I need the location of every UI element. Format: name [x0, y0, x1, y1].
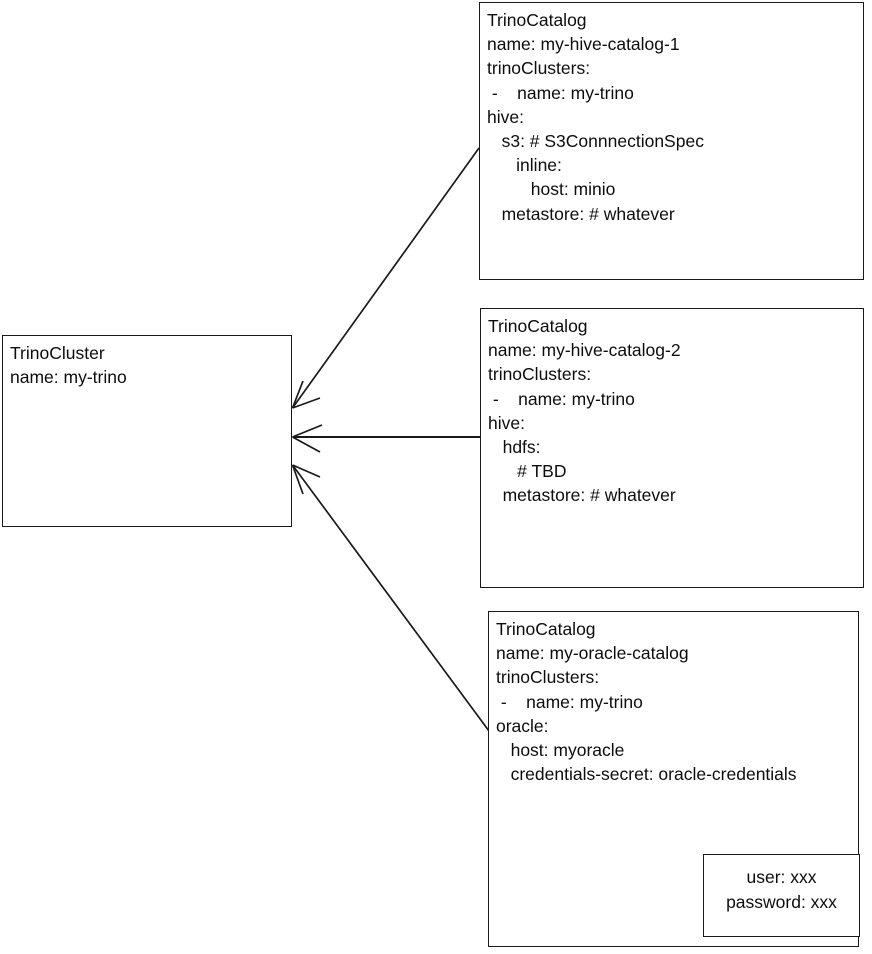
catalog-3-line-1: name: my-oracle-catalog	[496, 643, 689, 664]
catalog-3-line-4: oracle:	[496, 715, 549, 736]
catalog-3-line-5: host: myoracle	[496, 740, 625, 761]
trino-cluster-line-0: TrinoCluster	[10, 343, 105, 363]
edge-cluster-to-hive-catalog-2	[292, 424, 480, 453]
catalog-1-line-4: hive:	[487, 106, 524, 127]
catalog-1-line-7: host: minio	[487, 179, 616, 200]
trino-catalog-hive-catalog-2-body: TrinoCatalog name: my-hive-catalog-2 tri…	[488, 314, 859, 508]
catalog-2-line-5: hdfs:	[488, 437, 541, 458]
catalog-1-line-8: metastore: # whatever	[487, 203, 675, 224]
catalog-1-line-6: inline:	[487, 155, 562, 176]
catalog-2-line-0: TrinoCatalog	[488, 316, 588, 336]
catalog-3-line-0: TrinoCatalog	[496, 619, 596, 639]
catalog-1-line-0: TrinoCatalog	[487, 10, 587, 30]
trino-cluster-node-body: TrinoCluster name: my-trino	[10, 341, 287, 389]
oracle-credentials-secret-body: user: xxx password: xxx	[704, 865, 859, 915]
trino-catalog-node-oracle-catalog[interactable]: TrinoCatalog name: my-oracle-catalog tri…	[488, 611, 860, 947]
catalog-1-line-1: name: my-hive-catalog-1	[487, 34, 680, 55]
catalog-1-line-2: trinoClusters:	[487, 58, 591, 79]
catalog-1-line-5: s3: # S3ConnnectionSpec	[487, 131, 704, 152]
catalog-2-line-2: trinoClusters:	[488, 364, 592, 385]
edge-cluster-to-hive-catalog-1	[291, 147, 480, 409]
oracle-credentials-secret-node[interactable]: user: xxx password: xxx	[703, 854, 860, 937]
trino-catalog-oracle-catalog-body: TrinoCatalog name: my-oracle-catalog tri…	[496, 617, 854, 786]
trino-catalog-hive-catalog-1-body: TrinoCatalog name: my-hive-catalog-1 tri…	[487, 8, 859, 226]
secret-line-user: user: xxx	[746, 867, 817, 887]
catalog-1-line-3: - name: my-trino	[487, 82, 634, 103]
catalog-2-line-3: - name: my-trino	[488, 388, 635, 409]
catalog-3-line-2: trinoClusters:	[496, 667, 600, 688]
catalog-2-line-4: hive:	[488, 412, 525, 433]
catalog-3-line-6: credentials-secret: oracle-credentials	[496, 764, 797, 785]
secret-line-password: password: xxx	[726, 892, 837, 912]
catalog-2-line-7: metastore: # whatever	[488, 485, 676, 506]
catalog-3-line-3: - name: my-trino	[496, 691, 643, 712]
edge-cluster-to-oracle-catalog	[291, 464, 490, 732]
trino-catalog-node-hive-catalog-2[interactable]: TrinoCatalog name: my-hive-catalog-2 tri…	[480, 308, 864, 588]
trino-cluster-line-1: name: my-trino	[10, 367, 127, 388]
catalog-2-line-1: name: my-hive-catalog-2	[488, 340, 681, 361]
catalog-2-line-6: # TBD	[488, 461, 567, 482]
trino-catalog-node-hive-catalog-1[interactable]: TrinoCatalog name: my-hive-catalog-1 tri…	[479, 2, 864, 280]
trino-cluster-node[interactable]: TrinoCluster name: my-trino	[2, 335, 292, 527]
